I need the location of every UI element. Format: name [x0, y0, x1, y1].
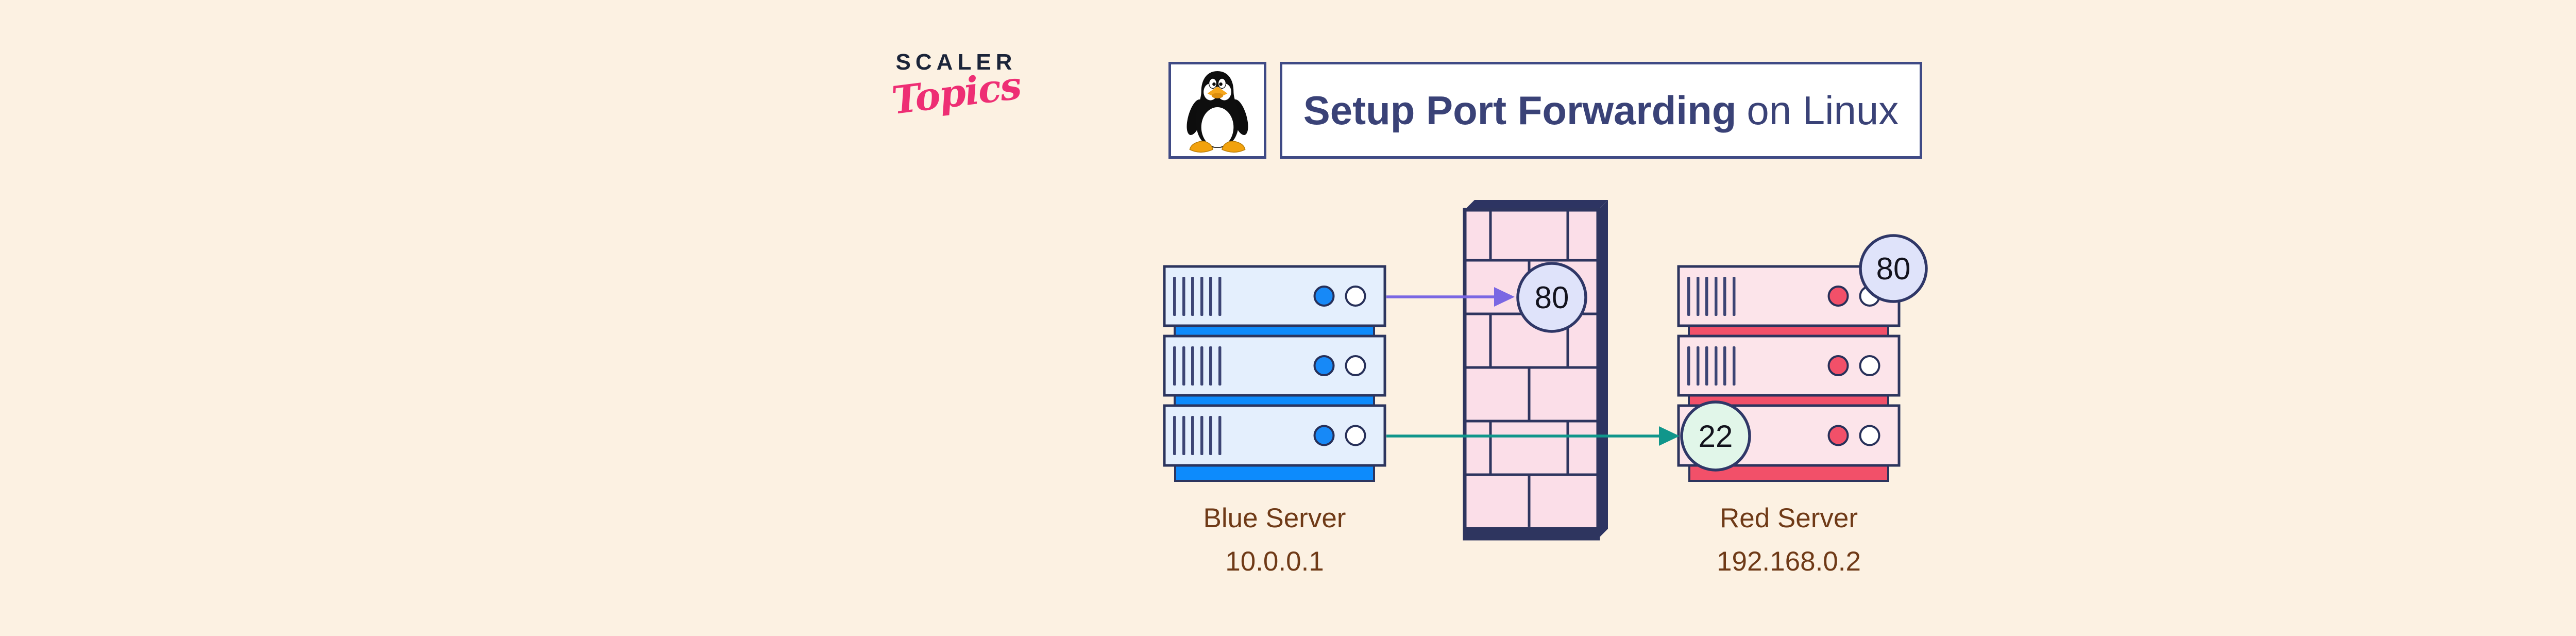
red-server-name: Red Server	[1719, 503, 1858, 533]
port-80-firewall-number: 80	[1535, 280, 1569, 315]
red-server-label: Red Server 192.168.0.2	[1655, 497, 1923, 583]
blue-server-vents	[1173, 277, 1222, 455]
title-box: Setup Port Forwarding on Linux	[1280, 62, 1922, 159]
port-forwarding-diagram: 80 80 22	[1163, 200, 1928, 541]
blue-server-ip: 10.0.0.1	[1225, 546, 1324, 577]
linux-tux-icon	[1187, 71, 1248, 153]
port-22-red-server-badge: 22	[1680, 400, 1751, 472]
port-80-firewall-badge: 80	[1516, 262, 1587, 333]
firewall-mortar-lines	[1466, 211, 1597, 527]
port-80-red-server-number: 80	[1876, 252, 1911, 286]
scaler-topics-logo: SCALER Topics	[882, 49, 1031, 123]
page-title-main: Setup Port Forwarding	[1303, 87, 1737, 133]
logo-wordmark-scaler: SCALER	[895, 49, 1017, 75]
red-server-lights	[1827, 286, 1880, 446]
port-80-red-server-badge: 80	[1859, 234, 1928, 303]
blue-server-lights	[1313, 286, 1366, 446]
red-server-ip: 192.168.0.2	[1717, 546, 1861, 577]
blue-server-label: Blue Server 10.0.0.1	[1141, 497, 1409, 583]
http-forward-arrow	[1386, 287, 1515, 307]
linux-icon-box	[1168, 62, 1266, 159]
blue-server	[1163, 265, 1386, 482]
blue-server-name: Blue Server	[1203, 503, 1346, 533]
ssh-forward-arrow	[1386, 426, 1680, 446]
page-title-suffix: on Linux	[1747, 87, 1899, 133]
firewall-wall	[1463, 200, 1608, 541]
port-22-red-server-number: 22	[1699, 419, 1733, 454]
